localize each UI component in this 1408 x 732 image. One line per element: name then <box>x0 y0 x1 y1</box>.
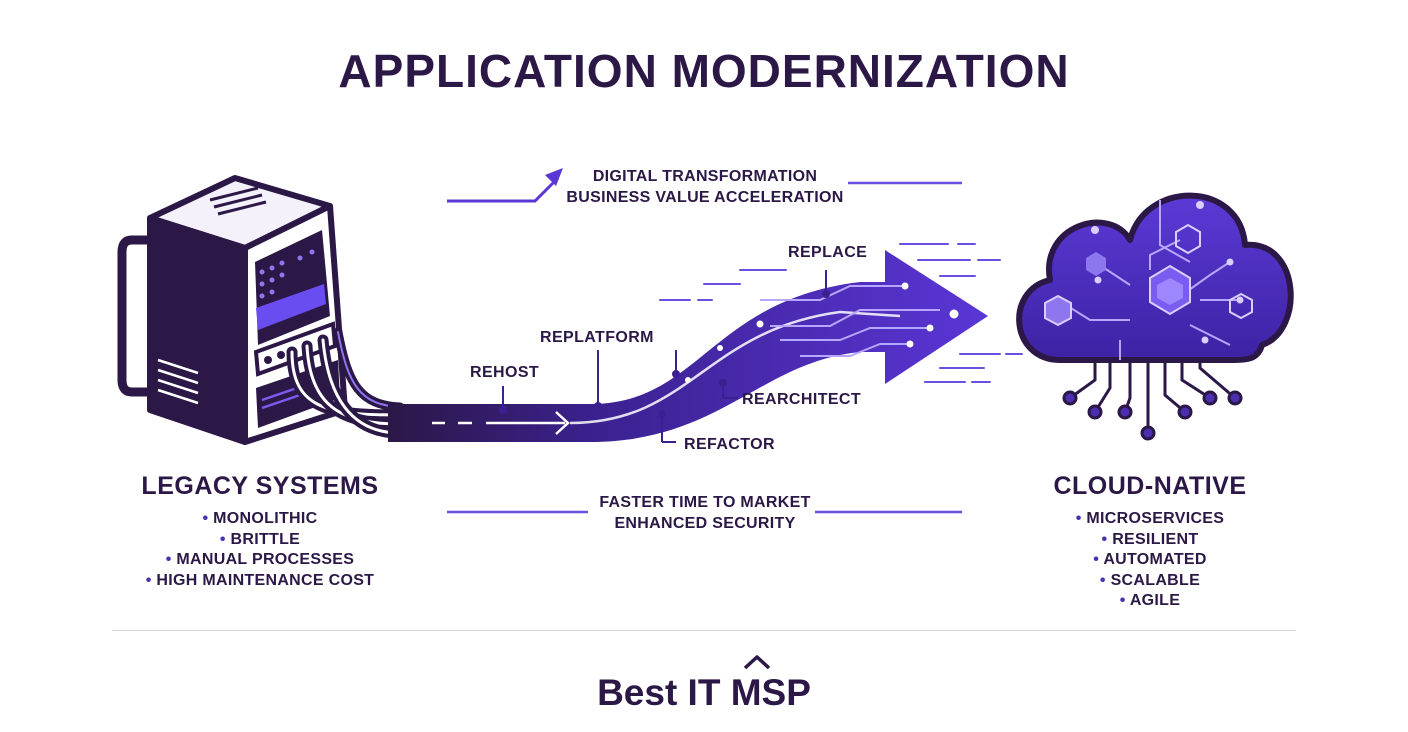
cloud-heading: CLOUD-NATIVE <box>1053 472 1247 500</box>
step-label-replace: REPLACE <box>788 244 868 261</box>
cloud-icon <box>1016 192 1294 363</box>
step-label-rearchitect: REARCHITECT <box>742 391 862 408</box>
legacy-list: MONOLITHIC BRITTLE MANUAL PROCESSES HIGH… <box>110 509 410 591</box>
bottom-caption-line-1: FASTER TIME TO MARKET <box>599 494 811 511</box>
list-item: HIGH MAINTENANCE COST <box>110 571 410 592</box>
bottom-caption: FASTER TIME TO MARKET ENHANCED SECURITY <box>575 492 835 534</box>
list-item: MANUAL PROCESSES <box>110 550 410 571</box>
top-caption: DIGITAL TRANSFORMATION BUSINESS VALUE AC… <box>560 166 850 208</box>
bottom-caption-line-2: ENHANCED SECURITY <box>614 515 796 532</box>
list-item: BRITTLE <box>110 530 410 551</box>
top-caption-line-2: BUSINESS VALUE ACCELERATION <box>566 189 844 206</box>
step-label-refactor: REFACTOR <box>684 436 775 453</box>
brand-logo: Best IT MSP <box>0 655 1408 714</box>
list-item: MONOLITHIC <box>110 509 410 530</box>
top-trend-arrow <box>447 168 563 203</box>
legacy-heading: LEGACY SYSTEMS <box>141 472 379 500</box>
footer-divider <box>112 630 1296 631</box>
step-label-rehost: REHOST <box>470 364 540 381</box>
step-label-replatform: REPLATFORM <box>540 329 654 346</box>
step-leaders <box>502 270 827 443</box>
caret-icon <box>743 655 771 670</box>
brand-wrap: Best IT MSP <box>597 655 811 714</box>
brand-name: Best IT MSP <box>597 672 811 713</box>
page-title: APPLICATION MODERNIZATION <box>338 45 1070 97</box>
legacy-block: LEGACY SYSTEMS MONOLITHIC BRITTLE MANUAL… <box>110 472 410 591</box>
cloud-block: CLOUD-NATIVE MICROSERVICES RESILIENT AUT… <box>1000 472 1300 612</box>
top-caption-line-1: DIGITAL TRANSFORMATION <box>592 168 818 185</box>
list-item: RESILIENT <box>1000 530 1300 551</box>
list-item: AGILE <box>1000 591 1300 612</box>
list-item: AUTOMATED <box>1000 550 1300 571</box>
list-item: SCALABLE <box>1000 571 1300 592</box>
speed-lines <box>659 243 1023 383</box>
cloud-list: MICROSERVICES RESILIENT AUTOMATED SCALAB… <box>1000 509 1300 612</box>
transformation-pipe <box>388 250 988 442</box>
list-item: MICROSERVICES <box>1000 509 1300 530</box>
